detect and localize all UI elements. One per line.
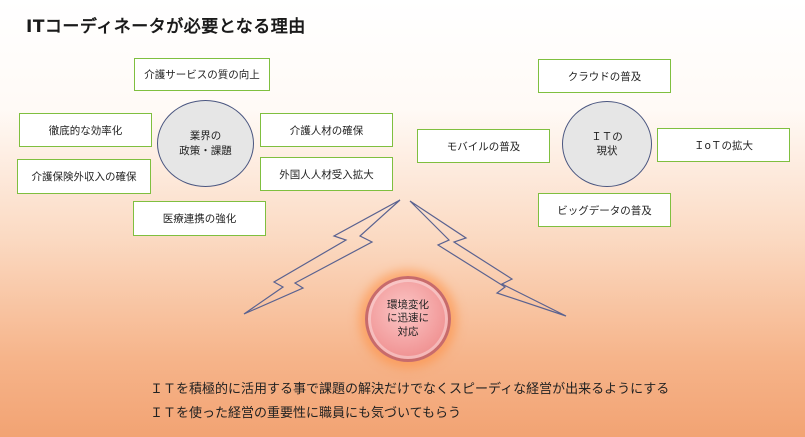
core-line2: に迅速に (387, 312, 429, 325)
core-line3: 対応 (397, 325, 419, 338)
bullet-item: ＩＴを積極的に活用する事で課題の解決だけでなくスピーディな経営が出来るようにする (150, 382, 670, 397)
left-center-line1: 業界の (189, 130, 222, 143)
page-title: ITコーディネータが必要となる理由 (26, 17, 306, 37)
right-center-circle: ＩＴの 現状 (562, 101, 652, 187)
right-item-cloud: クラウドの普及 (538, 59, 671, 93)
left-center-circle: 業界の 政策・課題 (157, 100, 254, 187)
left-center-line2: 政策・課題 (179, 144, 232, 157)
bullet-list: ＩＴを積極的に活用する事で課題の解決だけでなくスピーディな経営が出来るようにする… (150, 378, 669, 426)
left-item-efficiency: 徹底的な効率化 (19, 113, 152, 147)
left-item-care-quality: 介護サービスの質の向上 (134, 58, 270, 91)
right-item-mobile: モバイルの普及 (417, 129, 550, 163)
core-circle: 環境変化 に迅速に 対応 (365, 276, 451, 362)
left-item-foreign-workers: 外国人人材受入拡大 (260, 157, 393, 191)
left-item-medical-cooperation: 医療連携の強化 (133, 201, 266, 236)
right-center-line2: 現状 (596, 145, 618, 157)
right-center-line1: ＩＴの (591, 130, 623, 143)
right-lightning-arrow (409, 200, 567, 317)
left-lightning-arrow (243, 199, 401, 315)
bullet-item: ＩＴを使った経営の重要性に職員にも気づいてもらう (150, 406, 461, 421)
left-item-extra-revenue: 介護保険外収入の確保 (17, 159, 151, 194)
right-item-iot: ＩoＴの拡大 (657, 128, 790, 162)
left-item-care-staffing: 介護人材の確保 (260, 113, 393, 147)
core-line1: 環境変化 (387, 298, 429, 311)
right-item-bigdata: ビッグデータの普及 (538, 193, 671, 227)
